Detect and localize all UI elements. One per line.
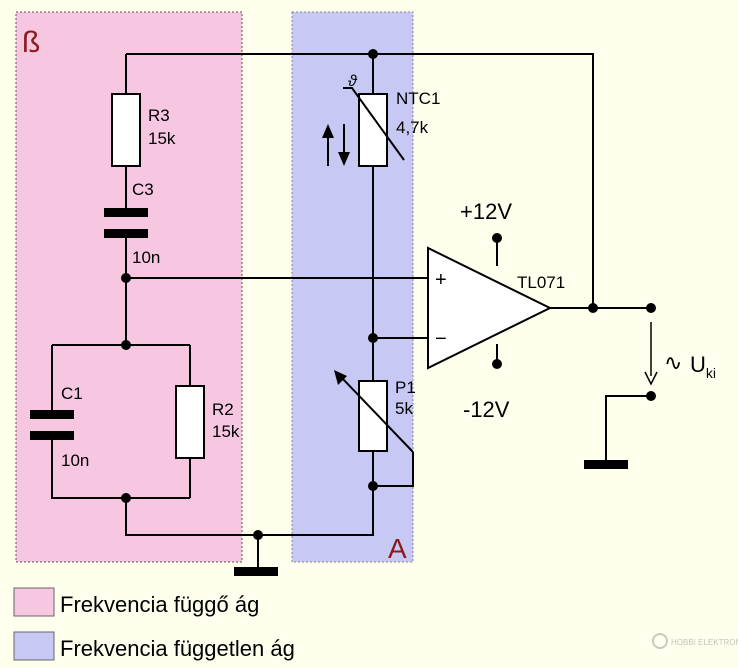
capacitor-c1-plate-bottom	[30, 431, 74, 440]
ntc1-diagonal-line	[343, 87, 405, 161]
opamp-plus-sign: +	[435, 269, 447, 291]
p1-value: 5k	[395, 399, 413, 418]
resistor-r2	[175, 385, 205, 459]
r3-value: 15k	[148, 129, 176, 148]
junction-dots	[121, 49, 656, 540]
wires	[51, 53, 651, 570]
opamp-name: TL071	[517, 273, 565, 292]
p1-wiper-arrow-icon	[334, 370, 347, 385]
c1-value: 10n	[61, 451, 89, 470]
output-voltage-sub: ki	[706, 365, 716, 381]
supply-negative-label: -12V	[463, 397, 510, 422]
c1-name: C1	[61, 384, 83, 403]
hobbi-elektronika-logo: HOBBI ELEKTRONIKA	[652, 633, 738, 649]
legend-beta-swatch	[13, 587, 55, 617]
r2-name: R2	[212, 400, 234, 419]
ntc1-value: 4,7k	[396, 118, 429, 137]
opamp-tl071	[427, 246, 553, 370]
beta-region-label: ß	[22, 26, 40, 59]
output-arrow-head	[644, 371, 658, 386]
capacitor-c1-plate-top	[30, 410, 74, 419]
ntc1-name: NTC1	[396, 89, 440, 108]
temperature-arrows-icon	[322, 124, 350, 166]
c3-value: 10n	[132, 248, 160, 267]
resistor-r3	[111, 93, 141, 167]
logo-text: HOBBI ELEKTRONIKA	[671, 638, 738, 647]
c3-name: C3	[132, 180, 154, 199]
output-tilde-icon: ∿	[664, 350, 682, 375]
legend-a-swatch	[13, 631, 55, 661]
ground-symbol-left	[234, 567, 278, 576]
ground-symbol-right	[584, 460, 628, 469]
capacitor-c3-plate-bottom	[104, 229, 148, 238]
legend-a-text: Frekvencia független ág	[60, 636, 295, 661]
output-voltage-main: U	[690, 352, 706, 377]
legend-beta-text: Frekvencia függő ág	[60, 592, 259, 617]
potentiometer-p1	[358, 380, 388, 452]
opamp-minus-sign: −	[435, 328, 447, 350]
p1-name: P1	[395, 378, 416, 397]
a-region-label: A	[388, 533, 407, 564]
r2-value: 15k	[212, 422, 240, 441]
ntc1-theta-icon: ϑ	[348, 73, 358, 90]
supply-positive-label: +12V	[460, 199, 512, 224]
a-region	[291, 11, 414, 563]
output-voltage-label: Uki	[690, 352, 716, 381]
p1-wiper-line	[341, 377, 414, 453]
r3-name: R3	[148, 106, 170, 125]
capacitor-c3-plate-top	[104, 208, 148, 217]
